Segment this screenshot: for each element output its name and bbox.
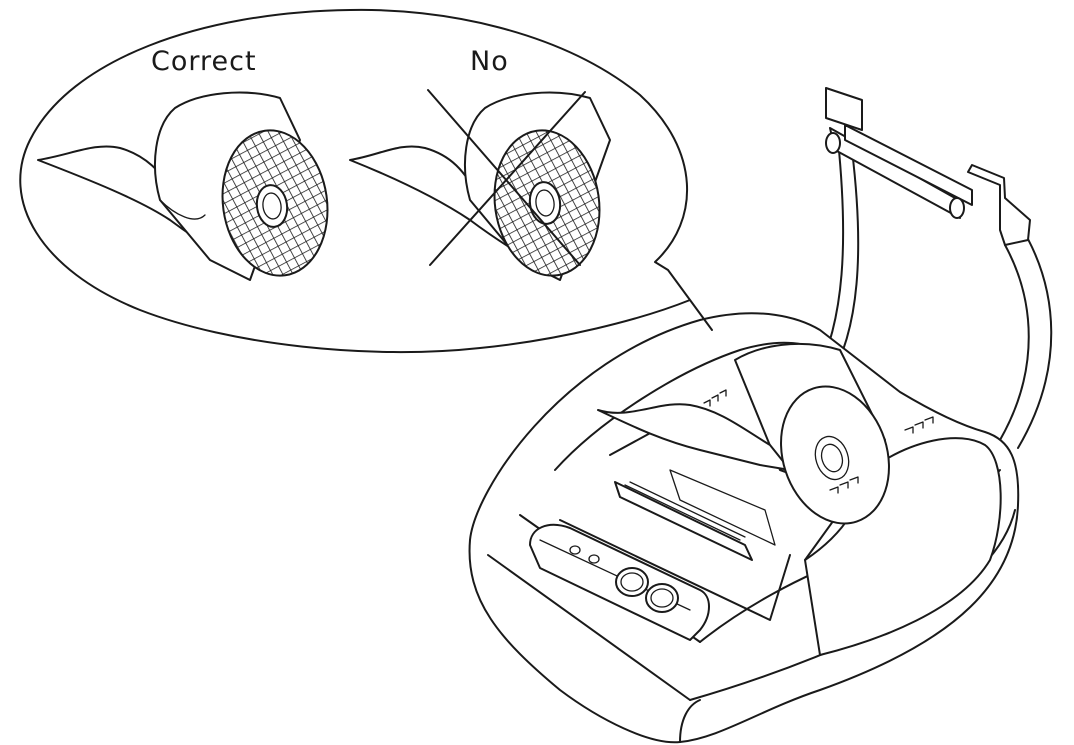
paper-roll-wrong xyxy=(349,89,611,281)
wrong-label: No xyxy=(470,46,509,77)
cross-mark-icon xyxy=(427,89,586,266)
paper-roll-installed xyxy=(597,342,890,525)
error-led-icon xyxy=(588,554,600,564)
tear-bar xyxy=(614,469,776,561)
callout-bubble: Correct No xyxy=(19,8,713,354)
correct-label: Correct xyxy=(151,46,257,77)
printer-lid-open xyxy=(814,87,1053,449)
paper-roll-correct xyxy=(37,91,329,281)
power-led-icon xyxy=(569,545,581,555)
control-panel xyxy=(529,523,710,641)
thermal-printer xyxy=(468,87,1053,744)
